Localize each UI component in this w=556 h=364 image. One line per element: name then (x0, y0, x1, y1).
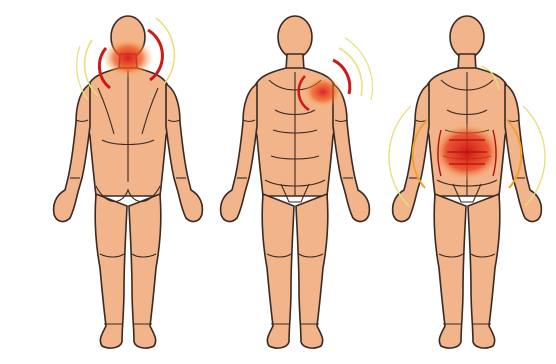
figure-front-view-shoulder (221, 16, 373, 348)
figure-back-view (54, 16, 203, 348)
figure-front-view-abdomen (389, 16, 545, 348)
